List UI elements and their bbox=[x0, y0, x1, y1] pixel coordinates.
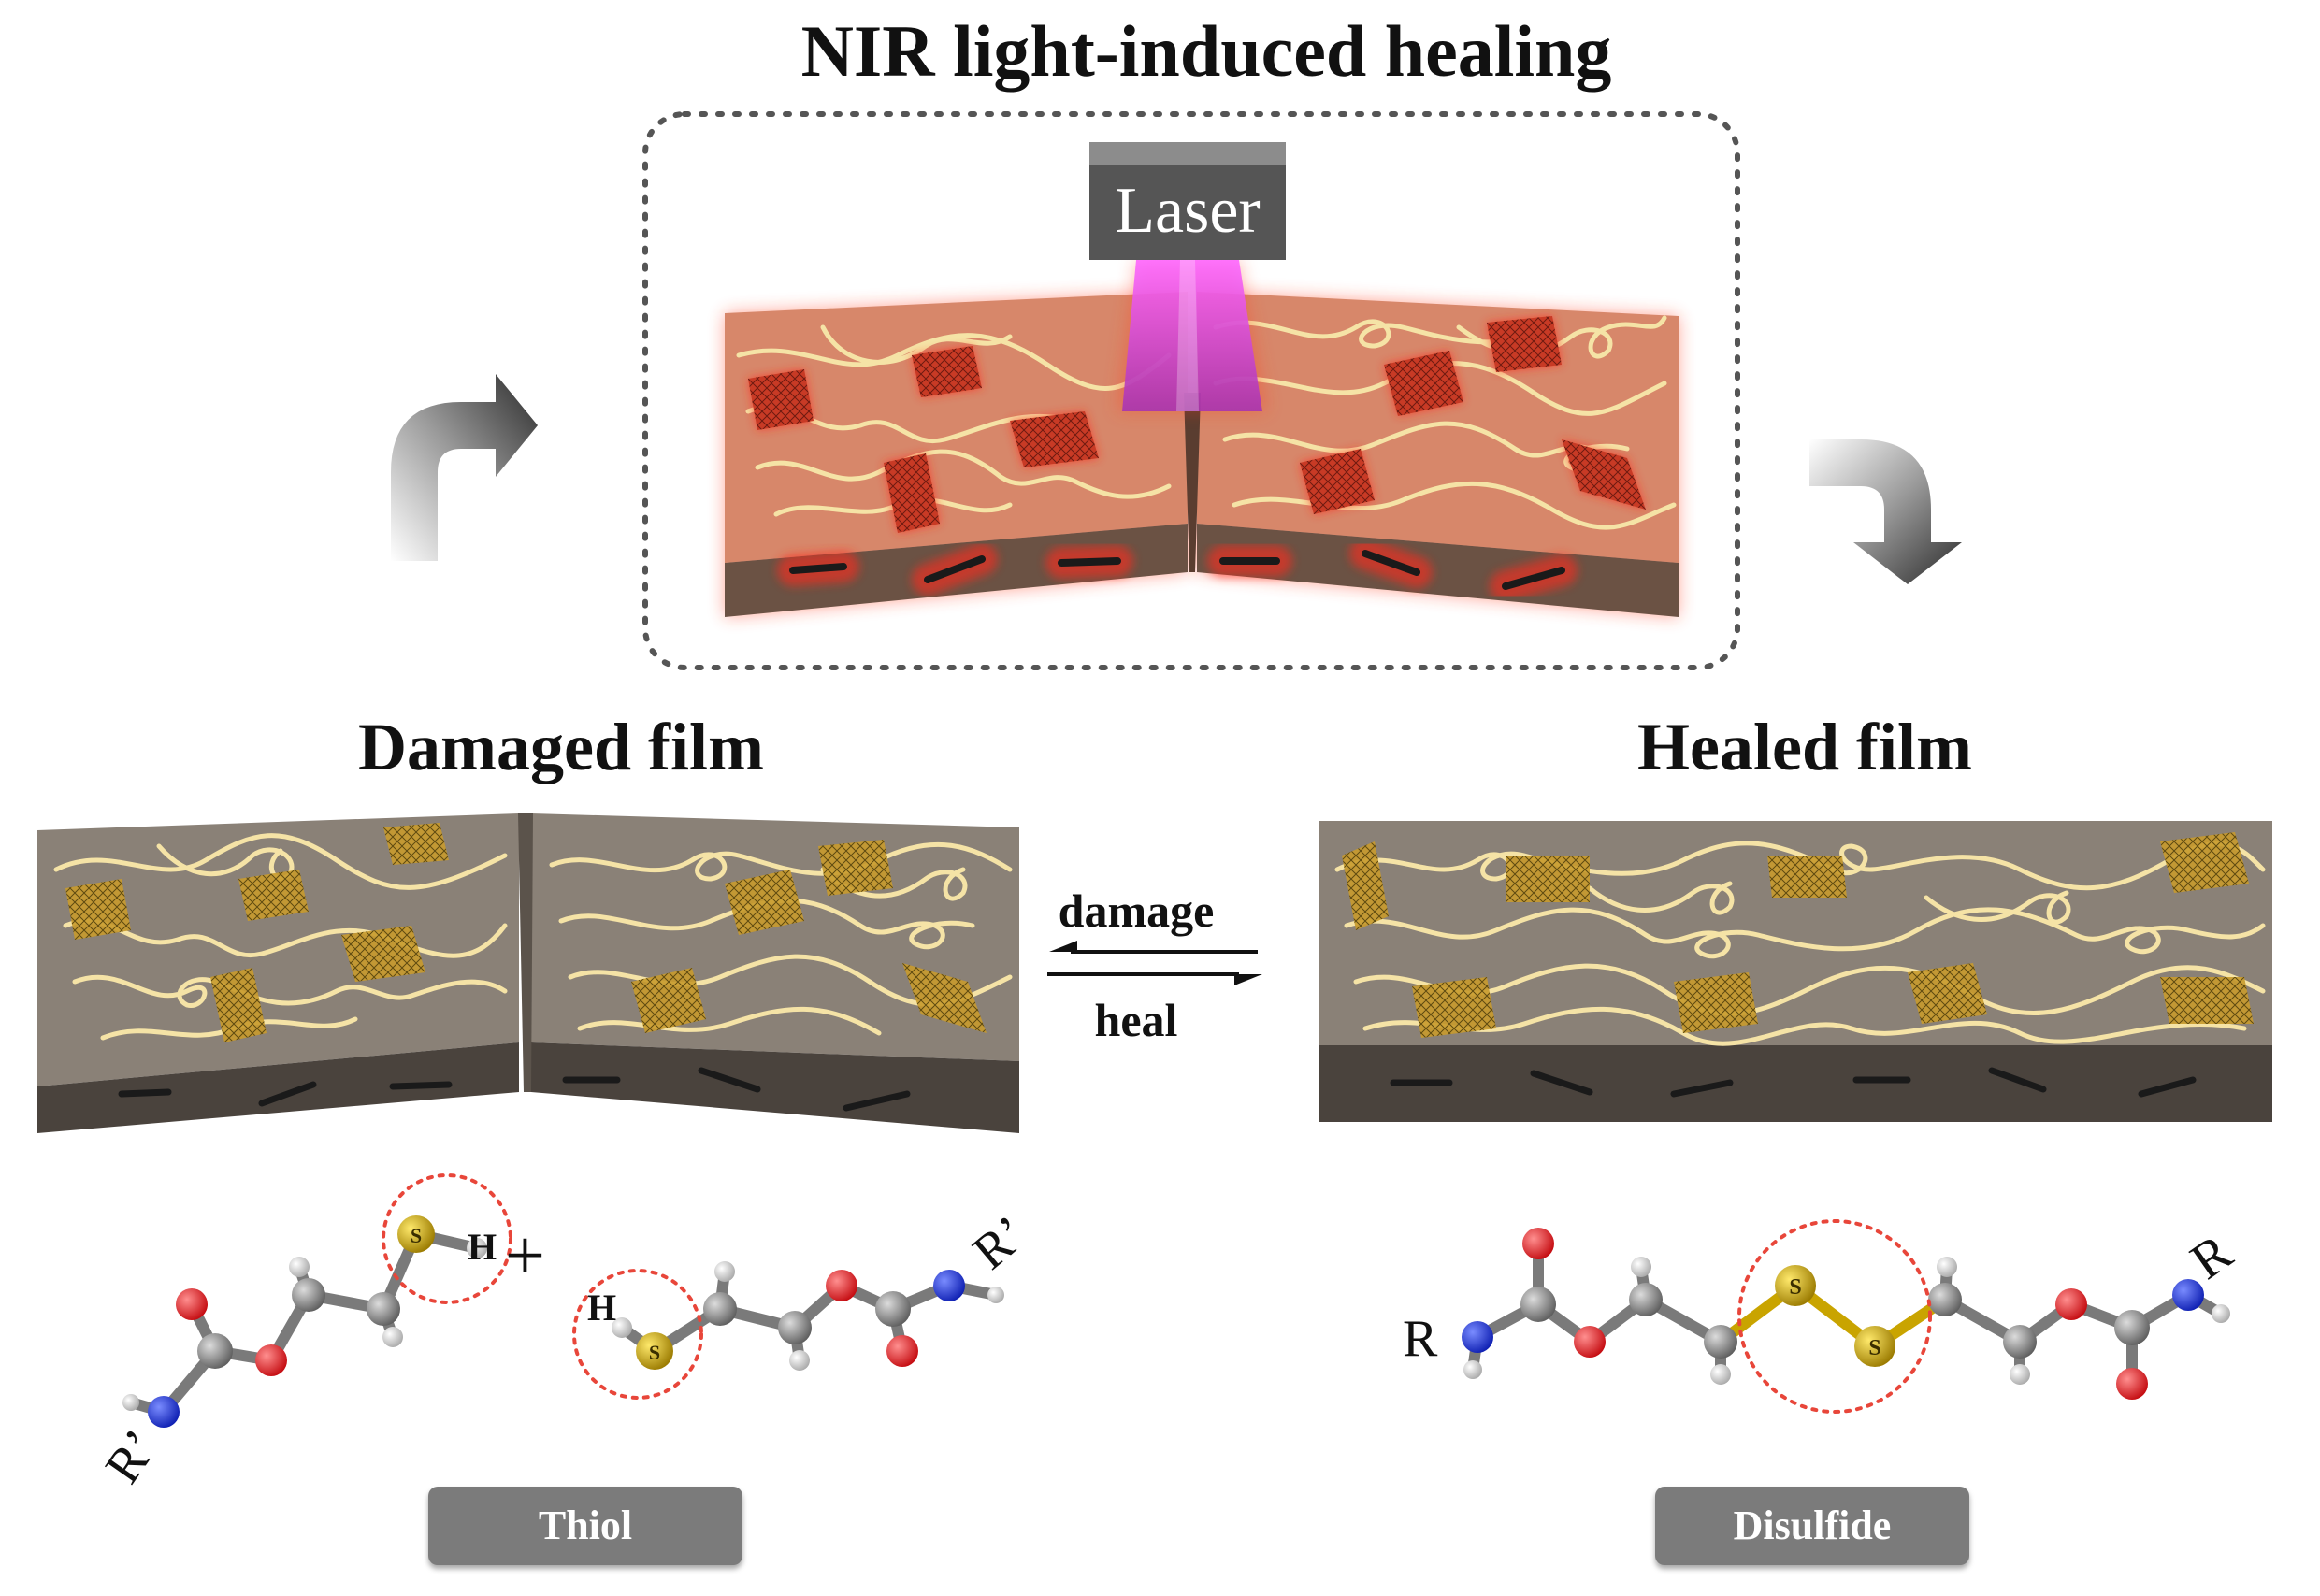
equilibrium-arrows bbox=[1047, 941, 1262, 985]
graphene-flake bbox=[1300, 449, 1375, 514]
disulfide-label: Disulfide bbox=[1655, 1487, 1969, 1565]
r-prime-right: R’ bbox=[962, 1205, 1037, 1281]
laser-head: Laser bbox=[1089, 142, 1286, 260]
sulfur-label: S bbox=[1868, 1336, 1880, 1360]
heal-label: heal bbox=[1094, 994, 1178, 1046]
disulfide-molecule: S S R R bbox=[1403, 1219, 2243, 1414]
graphene-flake bbox=[912, 346, 982, 397]
sulfur-label: S bbox=[1789, 1275, 1801, 1300]
graphene-flakes-healed bbox=[1342, 832, 2254, 1038]
thiol-highlight-circle bbox=[382, 1173, 512, 1304]
main-title: NIR light-induced healing bbox=[800, 10, 1612, 92]
graphene-flake bbox=[884, 453, 940, 533]
healed-film bbox=[1319, 821, 2272, 1122]
side-flakes-damaged bbox=[118, 1067, 911, 1112]
damaged-film-title: Damaged film bbox=[358, 710, 764, 784]
sulfur-label: S bbox=[411, 1224, 422, 1247]
side-flakes-heated bbox=[777, 538, 1578, 602]
graphene-flake bbox=[1384, 351, 1463, 416]
plus-sign: + bbox=[505, 1216, 545, 1295]
side-flakes-healed bbox=[1390, 1067, 2197, 1098]
damage-label: damage bbox=[1058, 884, 1215, 937]
thiol-highlight-circle bbox=[572, 1269, 703, 1400]
graphene-flakes-damaged bbox=[65, 823, 987, 1042]
hydrogen-label: H bbox=[468, 1226, 497, 1268]
laser-label: Laser bbox=[1115, 175, 1261, 247]
nir-heated-film bbox=[725, 260, 1679, 617]
graphene-flake bbox=[748, 369, 814, 430]
nir-panel-frame bbox=[642, 111, 1740, 670]
healed-film-title: Healed film bbox=[1637, 710, 1972, 784]
graphene-flake bbox=[1562, 439, 1646, 510]
sulfur-label: S bbox=[649, 1341, 660, 1364]
r-left: R bbox=[1403, 1310, 1438, 1368]
hydrogen-label: H bbox=[587, 1287, 616, 1329]
damaged-film bbox=[37, 813, 1019, 1133]
curved-arrow-up-right-icon bbox=[391, 374, 538, 561]
thiol-label: Thiol bbox=[428, 1487, 742, 1565]
laser-beam bbox=[1117, 260, 1267, 411]
thiol-molecules: S S H H + R’ R’ bbox=[94, 1173, 1037, 1493]
disulfide-highlight-circle bbox=[1737, 1219, 1932, 1414]
curved-arrow-right-down-icon bbox=[1809, 439, 1962, 584]
graphene-flake bbox=[1010, 411, 1099, 467]
graphene-flake bbox=[1487, 316, 1562, 372]
r-prime-left: R’ bbox=[94, 1419, 169, 1493]
